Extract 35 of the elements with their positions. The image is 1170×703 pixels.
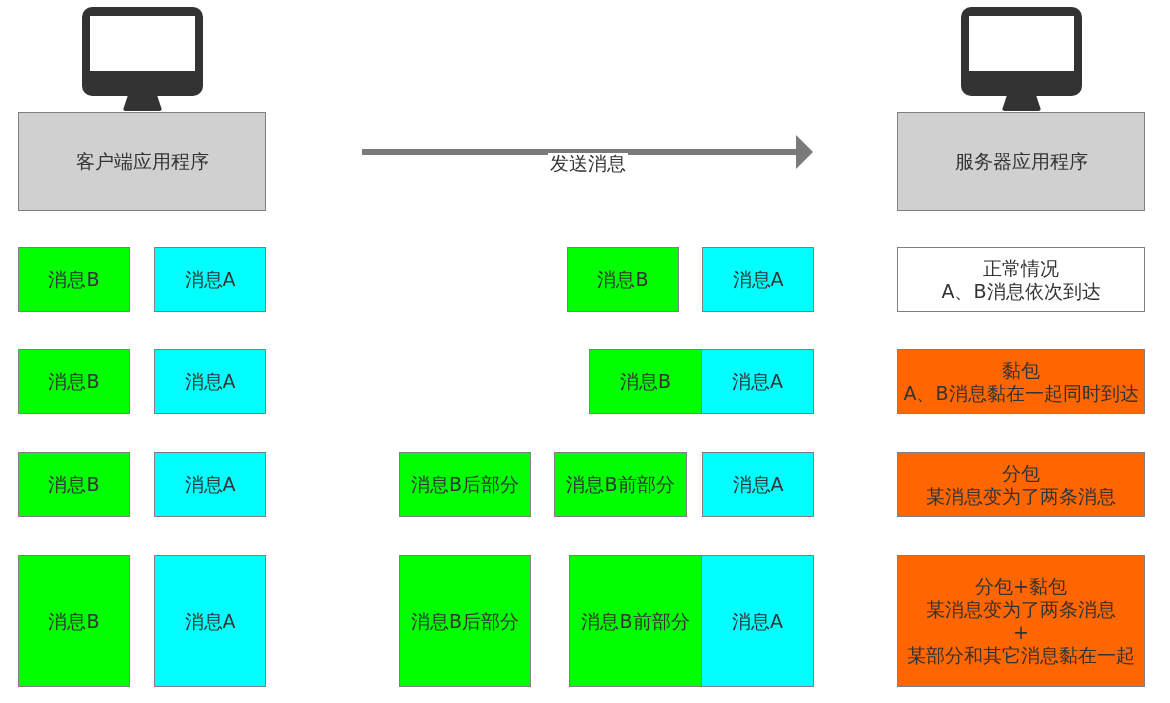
message-box: 消息A (702, 452, 814, 517)
message-box: 消息A (154, 452, 266, 517)
message-box: 消息B后部分 (399, 452, 531, 517)
heading-text: 黏包 (1002, 358, 1040, 382)
description-text: 某消息变为了两条消息 (926, 598, 1116, 621)
message-box: 消息B前部分 (569, 555, 702, 687)
message-box: 消息A (702, 247, 814, 312)
message-box: 消息B (18, 555, 130, 687)
message-box: 消息A (701, 349, 814, 414)
message-box: 消息B (18, 247, 130, 312)
description-text: A、B消息依次到达 (941, 279, 1101, 303)
message-box: 消息B后部分 (399, 555, 531, 687)
message-box: 消息A (154, 349, 266, 414)
arrow-label: 发送消息 (548, 153, 628, 173)
result-box (897, 349, 1145, 414)
description-text: A、B消息黏在一起同时到达 (903, 381, 1139, 405)
heading-text: 分包 (1002, 461, 1040, 485)
result-box (897, 555, 1145, 687)
description-text: + (1013, 621, 1029, 644)
result-box (897, 247, 1145, 312)
description-text: 某部分和其它消息黏在一起 (907, 644, 1135, 667)
message-box: 消息B (567, 247, 679, 312)
message-box: 消息B (18, 349, 130, 414)
message-box: 消息B前部分 (554, 452, 687, 517)
message-box: 消息A (701, 555, 814, 687)
message-box: 消息A (154, 247, 266, 312)
message-box: 消息B (18, 452, 130, 517)
heading-text: 正常情况 (983, 256, 1059, 280)
app-box: 服务器应用程序 (897, 112, 1145, 211)
heading-text: 分包+黏包 (975, 575, 1067, 598)
result-box (897, 452, 1145, 517)
description-text: 某消息变为了两条消息 (926, 484, 1116, 508)
app-box: 客户端应用程序 (18, 112, 266, 211)
message-box: 消息B (589, 349, 702, 414)
message-box: 消息A (154, 555, 266, 687)
